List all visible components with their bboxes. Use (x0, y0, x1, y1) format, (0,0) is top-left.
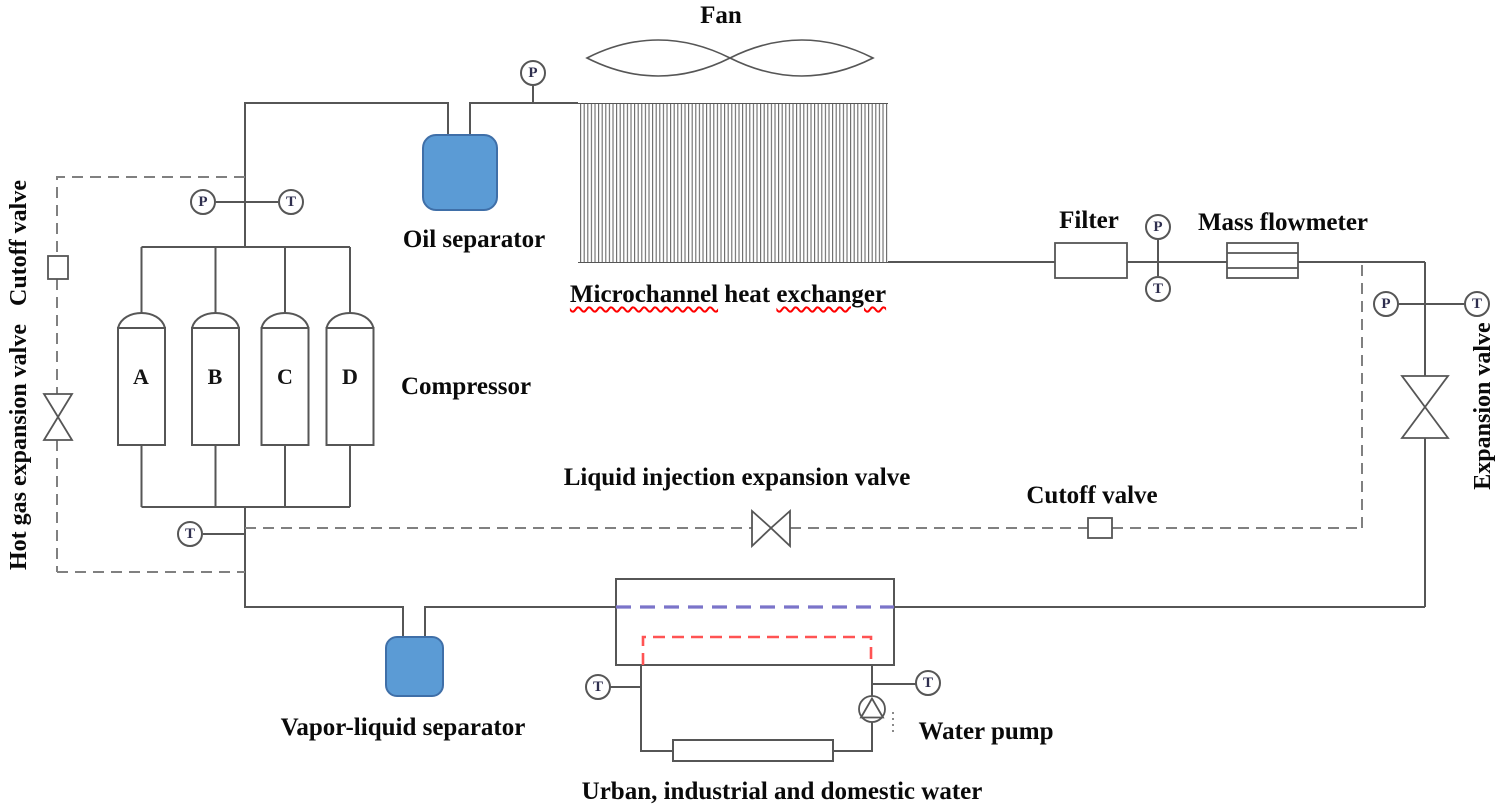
water-reservoir (672, 739, 834, 762)
pressure-sensor-condenser-inlet: P (520, 60, 546, 86)
oil-separator-label: Oil separator (402, 226, 546, 253)
cutoff-valve-left-label: Cutoff valve (6, 180, 32, 306)
heat-word: heat (724, 281, 771, 308)
hot-gas-bypass-line (56, 176, 245, 573)
compressor-cylinder-b: B (207, 364, 223, 389)
expansion-valve-symbol (1400, 375, 1450, 439)
temperature-sensor-water-inlet: T (585, 674, 611, 700)
sensor-letter: T (1152, 280, 1163, 297)
cutoff-valve-mid-label: Cutoff valve (1026, 482, 1158, 509)
temperature-sensor-discharge: T (278, 189, 304, 215)
filter-symbol (1054, 242, 1128, 279)
sensor-letter: T (285, 193, 296, 210)
pressure-sensor-discharge: P (190, 189, 216, 215)
microchannel-heat-exchanger-core (578, 104, 888, 262)
compressor-rack (117, 246, 375, 508)
compressor-cylinder-a: A (133, 364, 149, 389)
pressure-sensor-expansion-inlet: P (1373, 291, 1399, 317)
water-pump-label: Water pump (918, 718, 1054, 745)
mass-flowmeter-label: Mass flowmeter (1197, 209, 1369, 236)
temperature-sensor-water-outlet: T (915, 670, 941, 696)
sensor-letter: P (198, 193, 208, 210)
mass-flowmeter-symbol (1226, 242, 1299, 279)
exchanger-word: exchanger (776, 281, 887, 308)
oil-separator-vessel (422, 134, 498, 211)
liquid-injection-expansion-valve-label: Liquid injection expansion valve (563, 464, 911, 491)
filter-label: Filter (1059, 207, 1119, 234)
pressure-sensor-filter: P (1145, 214, 1171, 240)
sensor-letter: P (528, 64, 538, 81)
compressor-cylinder-d: D (342, 364, 358, 389)
water-loop-pipes (610, 665, 916, 752)
sensor-letter: T (184, 525, 195, 542)
compressor-cylinder-c: C (277, 364, 293, 389)
sensor-letter: P (1381, 295, 1391, 312)
compressor-label: Compressor (400, 373, 532, 400)
microchannel-heat-exchanger-label: Microchannel heat exchanger (570, 281, 886, 309)
temperature-sensor-suction: T (177, 521, 203, 547)
urban-water-label: Urban, industrial and domestic water (581, 778, 983, 805)
water-pump-symbol (858, 695, 886, 723)
liquid-injection-expansion-valve-symbol (751, 508, 791, 549)
liquid-injection-line (245, 263, 1363, 529)
sensor-letter: T (922, 674, 933, 691)
hot-gas-expansion-valve-label: Hot gas expansion valve (6, 323, 32, 571)
water-heat-exchanger-shell (615, 578, 895, 666)
microchannel-word: Microchannel (569, 281, 719, 308)
expansion-valve-label: Expansion valve (1470, 322, 1496, 490)
hot-gas-expansion-valve-symbol (42, 393, 74, 441)
temperature-sensor-filter: T (1145, 276, 1171, 302)
fan-label: Fan (700, 2, 742, 29)
fan-blades (585, 39, 875, 77)
vapor-liquid-separator-label: Vapor-liquid separator (280, 714, 526, 741)
vapor-liquid-separator-vessel (385, 636, 444, 697)
sensor-letter: P (1153, 218, 1163, 235)
temperature-sensor-expansion-inlet: T (1464, 291, 1490, 317)
cutoff-valve-mid-symbol (1087, 517, 1113, 539)
sensor-letter: T (592, 678, 603, 695)
hot-water-coil-dashed (641, 635, 873, 665)
cutoff-valve-left-symbol (47, 255, 69, 280)
sensor-letter: T (1471, 295, 1482, 312)
